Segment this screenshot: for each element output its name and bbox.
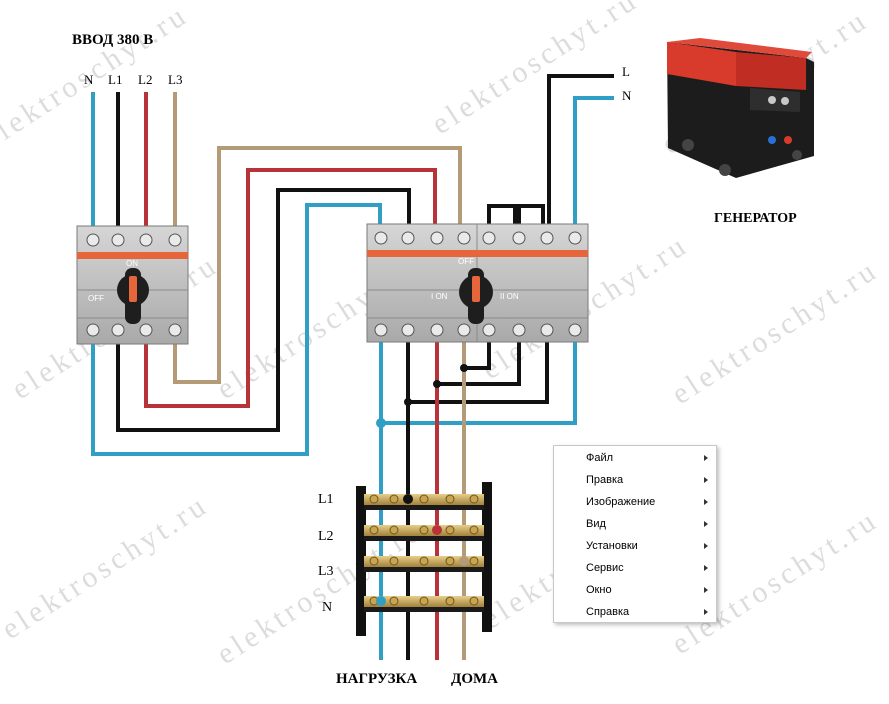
busbar-block	[356, 482, 492, 636]
generator-label: ГЕНЕРАТОР	[714, 211, 797, 226]
wire-gen-out-l1	[408, 340, 549, 404]
menu-item-file[interactable]: Файл	[554, 447, 716, 469]
submenu-arrow-icon	[704, 543, 708, 549]
wire-l2-link	[144, 168, 437, 408]
menu-item-image[interactable]: Изображение	[554, 491, 716, 513]
menu-item-label: Установки	[586, 540, 638, 552]
wire-gen-l	[547, 74, 614, 228]
wire-gen-out-n	[381, 340, 577, 425]
menu-item-label: Сервис	[586, 562, 624, 574]
load-label: НАГРУЗКА	[336, 671, 417, 687]
gen-label-n: N	[622, 88, 632, 103]
switch2-two-on-label: II ON	[500, 292, 519, 301]
menu-item-label: Окно	[586, 584, 612, 596]
watermark-text: elektroschyt.ru	[666, 253, 885, 411]
menu-item-edit[interactable]: Правка	[554, 469, 716, 491]
jumper-2	[517, 204, 545, 228]
wire-l3-link	[173, 146, 462, 384]
switch1-off-label: OFF	[88, 294, 104, 303]
generator-icon	[667, 38, 814, 178]
switch2-off-label: OFF	[458, 257, 474, 266]
busbar-label-l2: L2	[318, 529, 334, 544]
home-label: ДОМА	[451, 671, 498, 687]
changeover-switch: OFF I ON II ON	[366, 223, 589, 343]
menu-item-label: Справка	[586, 606, 630, 618]
submenu-arrow-icon	[704, 587, 708, 593]
submenu-arrow-icon	[704, 455, 708, 461]
busbar-label-l1: L1	[318, 492, 334, 507]
input-title: ВВОД 380 В	[72, 32, 153, 48]
switch2-one-on-label: I ON	[431, 292, 448, 301]
junction-dots	[376, 364, 468, 428]
switch1-on-label: ON	[126, 259, 138, 268]
input-label-n: N	[84, 72, 94, 87]
watermark-text: elektroschyt.ru	[426, 0, 645, 141]
menu-item-help[interactable]: Справка	[554, 601, 716, 623]
submenu-arrow-icon	[704, 521, 708, 527]
input-switch: ON OFF	[76, 225, 189, 345]
input-label-l1: L1	[108, 72, 122, 87]
wire-n-link	[91, 203, 382, 456]
context-menu: Файл Правка Изображение Вид Установки Се…	[553, 445, 717, 623]
input-label-l3: L3	[168, 72, 182, 87]
menu-item-label: Вид	[586, 518, 606, 530]
busbar-label-n: N	[322, 600, 332, 615]
wire-gen-out-l3	[464, 340, 491, 370]
jumper-1	[487, 204, 517, 228]
menu-item-settings[interactable]: Установки	[554, 535, 716, 557]
busbar-label-l3: L3	[318, 564, 334, 579]
menu-item-window[interactable]: Окно	[554, 579, 716, 601]
input-label-l2: L2	[138, 72, 152, 87]
gen-label-l: L	[622, 64, 630, 79]
submenu-arrow-icon	[704, 499, 708, 505]
wire-l1-link	[116, 188, 411, 432]
submenu-arrow-icon	[704, 477, 708, 483]
wire-gen-n	[573, 96, 614, 228]
menu-item-label: Изображение	[586, 496, 656, 508]
menu-item-view[interactable]: Вид	[554, 513, 716, 535]
menu-item-label: Файл	[586, 452, 614, 464]
menu-item-service[interactable]: Сервис	[554, 557, 716, 579]
watermark-text: elektroschyt.ru	[0, 488, 214, 646]
submenu-arrow-icon	[704, 609, 708, 615]
menu-item-label: Правка	[586, 474, 624, 486]
submenu-arrow-icon	[704, 565, 708, 571]
watermark-text: elektroschyt.ru	[0, 0, 194, 156]
